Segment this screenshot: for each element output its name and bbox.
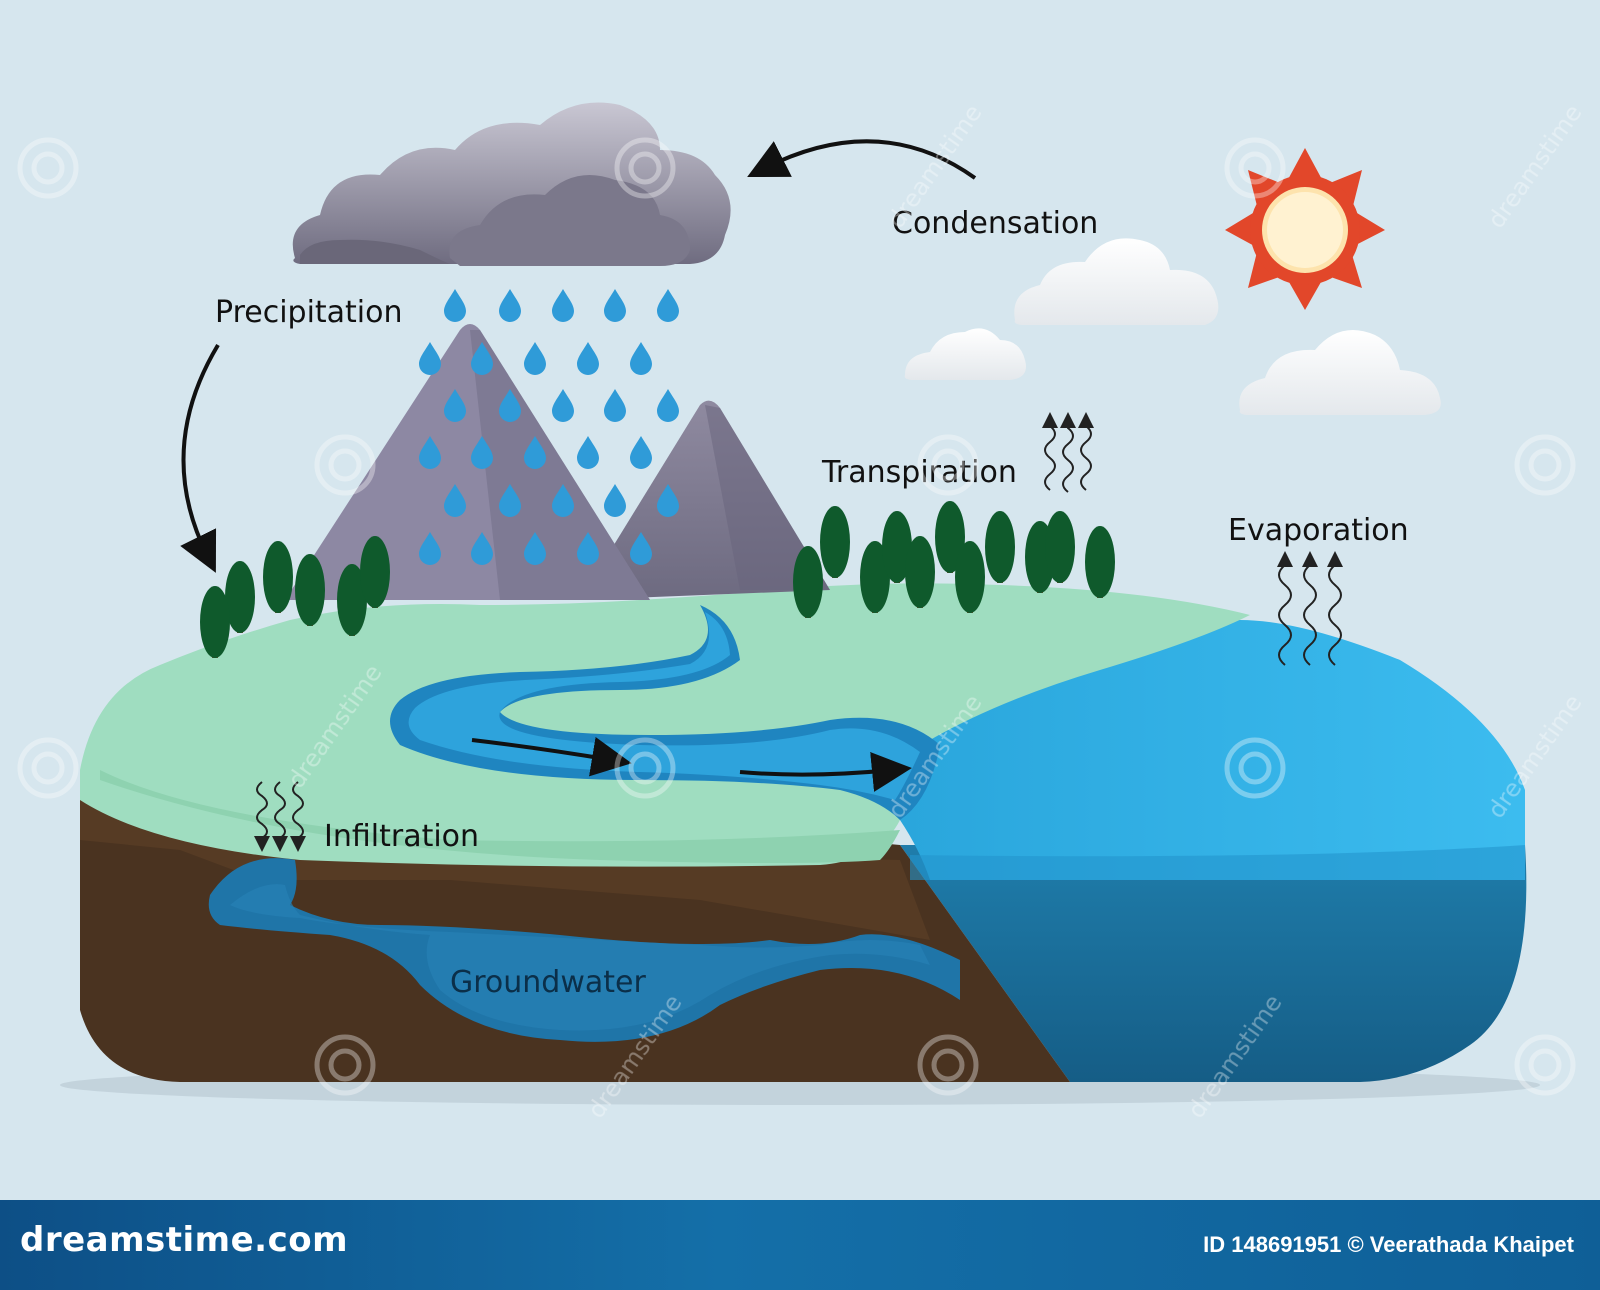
white-cloud-small	[904, 328, 1026, 380]
white-cloud-right	[1239, 330, 1441, 415]
label-evaporation: Evaporation	[1228, 513, 1409, 548]
condensation-arrow	[747, 139, 977, 180]
precipitation-arrow	[180, 343, 220, 573]
footer-brand[interactable]: dreamstime.com	[20, 1220, 349, 1260]
label-infiltration: Infiltration	[324, 819, 479, 854]
ocean-side	[900, 845, 1527, 1082]
label-transpiration: Transpiration	[821, 455, 1017, 490]
transpiration-waves-icon	[1042, 412, 1094, 493]
infiltration-waves-icon	[254, 781, 306, 852]
sun-icon	[1225, 148, 1385, 310]
river-flow-arrow-2	[739, 752, 912, 792]
label-condensation: Condensation	[892, 206, 1098, 241]
rain-cloud	[292, 102, 731, 266]
label-groundwater: Groundwater	[450, 965, 646, 1000]
white-cloud-large	[1014, 238, 1219, 325]
land-top	[80, 583, 1250, 867]
island	[60, 583, 1540, 1105]
footer-bar: dreamstime.com ID 148691951 © Veerathada…	[0, 1200, 1600, 1290]
evaporation-waves-icon	[1277, 551, 1343, 666]
ocean-top	[900, 620, 1525, 880]
watermark-logos	[17, 137, 1576, 1096]
svg-text:dreamstime: dreamstime	[1482, 99, 1588, 233]
label-precipitation: Precipitation	[215, 295, 403, 330]
footer-credit: ID 148691951 © Veerathada Khaipet	[1203, 1232, 1574, 1257]
river	[390, 605, 940, 820]
river-flow-arrow-1	[471, 736, 632, 777]
